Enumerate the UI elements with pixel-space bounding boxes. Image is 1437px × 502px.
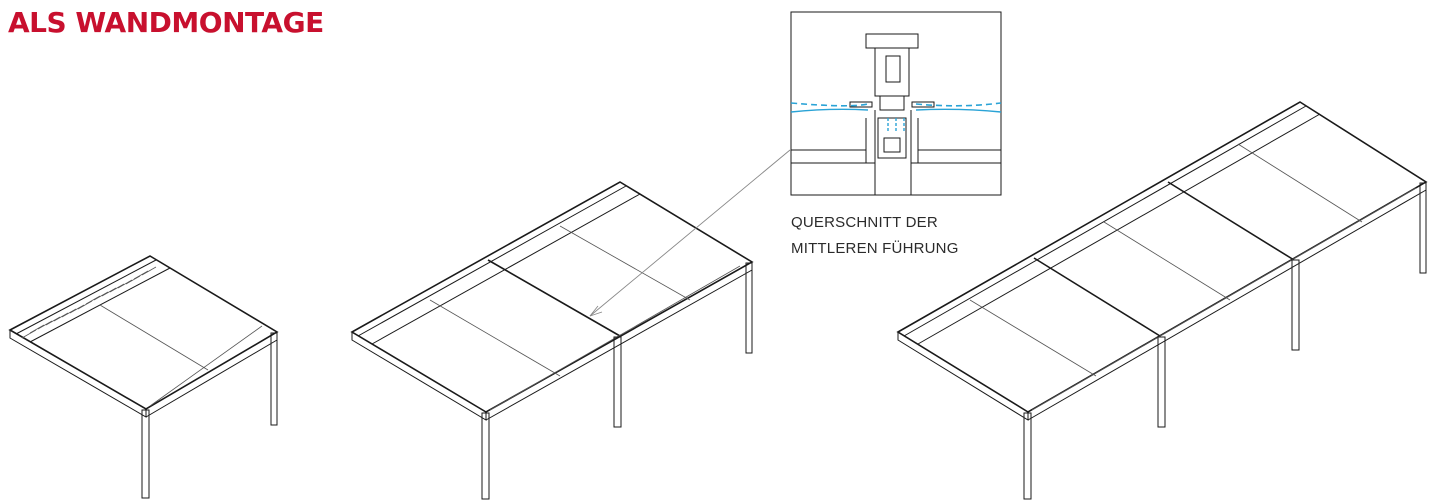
louvre-edge-inner — [371, 193, 641, 345]
leader-arrow — [589, 305, 599, 317]
rail-left — [849, 101, 873, 108]
fabric-line-dashed-right — [915, 102, 1002, 107]
fabric-line-right — [915, 108, 1002, 113]
middle-guide — [1033, 257, 1161, 337]
profile-body — [874, 47, 910, 97]
roof-panel-line — [1031, 187, 1417, 411]
post-middle — [613, 336, 622, 428]
louvre-edge-inner — [917, 113, 1321, 345]
fabric-line-dashed-left — [790, 102, 869, 107]
wall-beam — [351, 332, 487, 421]
post-front — [481, 412, 490, 500]
caption-line-2: MITTLEREN FÜHRUNG — [791, 240, 959, 257]
middle-guide — [1167, 181, 1295, 261]
profile-top — [865, 33, 919, 49]
post-side — [1419, 182, 1427, 274]
profile-core — [885, 55, 901, 83]
roof-panel-line — [149, 325, 263, 407]
roof-panel-line — [99, 304, 209, 371]
leader-arrow — [589, 311, 603, 317]
wall-beam — [897, 332, 1029, 421]
detail-cross-section — [790, 11, 1002, 196]
louvre-edge — [357, 185, 627, 337]
gutter-inner — [883, 137, 901, 153]
gutter-channel — [877, 117, 907, 159]
front-beam — [485, 262, 753, 421]
middle-guide — [487, 259, 621, 337]
roof-outline — [896, 101, 1428, 413]
post-front — [1023, 412, 1032, 500]
roof-panel-line — [969, 299, 1097, 377]
fabric-line-left — [790, 108, 869, 113]
pergola-triple-module — [896, 101, 1428, 500]
pergola-single-module — [8, 255, 279, 499]
roof-panel-line — [559, 225, 691, 301]
post-front — [141, 409, 150, 499]
profile-clamp — [879, 95, 905, 111]
post-middle — [1291, 259, 1300, 351]
post-middle — [1157, 336, 1166, 428]
caption-line-1: QUERSCHNITT DER — [791, 214, 938, 231]
louvre-edge — [15, 259, 157, 335]
roof-panel-line — [1103, 221, 1231, 301]
pergola-double-module — [350, 181, 754, 500]
wall-beam — [9, 330, 147, 418]
post-side — [745, 262, 753, 354]
roof-outline — [8, 255, 279, 410]
roof-panel-line — [429, 299, 561, 377]
detail-frame — [790, 11, 1002, 196]
louvre-slats — [21, 266, 157, 339]
leader-line — [589, 149, 791, 317]
detail-caption: QUERSCHNITT DER MITTLEREN FÜHRUNG — [791, 210, 1031, 262]
roof-panel-line — [1237, 143, 1363, 223]
page-title: ALS WANDMONTAGE — [8, 6, 324, 39]
rail-right — [911, 101, 935, 108]
post-side — [270, 332, 278, 426]
roof-panel-line — [489, 265, 741, 411]
